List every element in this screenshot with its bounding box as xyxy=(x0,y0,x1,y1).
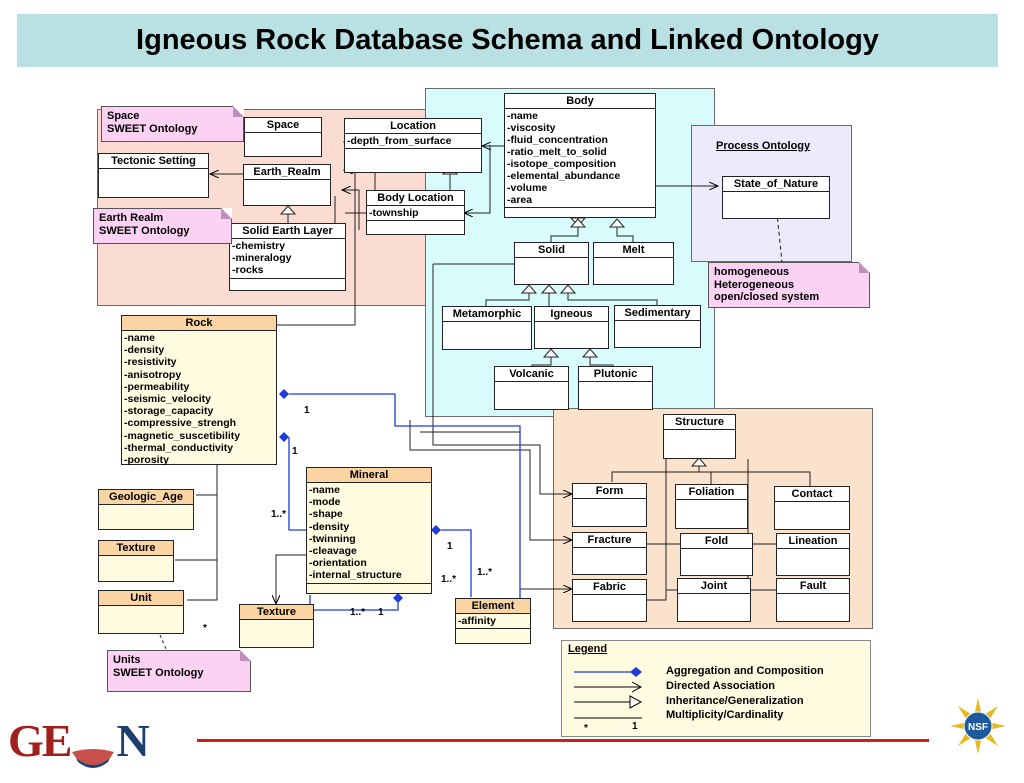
class-lineation[interactable]: Lineation xyxy=(776,533,850,576)
rock-attributes: -name-density-resistivity-anisotropy-per… xyxy=(124,332,241,467)
class-fold[interactable]: Fold xyxy=(680,533,753,576)
legend-item: Aggregation and Composition xyxy=(666,665,824,677)
class-melt[interactable]: Melt xyxy=(593,242,674,285)
class-fracture[interactable]: Fracture xyxy=(572,532,647,575)
class-rock[interactable]: Rock -name-density-resistivity-anisotrop… xyxy=(121,315,277,467)
class-geologic-age[interactable]: Geologic_Age xyxy=(98,489,194,530)
multiplicity-label: * xyxy=(203,623,207,634)
globe-icon xyxy=(70,730,116,769)
legend-mult-star: * xyxy=(584,723,588,734)
class-fabric[interactable]: Fabric xyxy=(572,579,647,622)
class-igneous[interactable]: Igneous xyxy=(534,306,609,349)
class-form[interactable]: Form xyxy=(572,483,647,527)
nsf-logo: NSF xyxy=(950,698,1006,754)
multiplicity-label: 1 xyxy=(292,446,298,457)
multiplicity-label: 1..* xyxy=(271,509,287,520)
multiplicity-label: 1 xyxy=(447,541,453,552)
class-solid[interactable]: Solid xyxy=(514,242,589,285)
legend-item: Inheritance/Generalization xyxy=(666,695,804,707)
class-state-of-nature[interactable]: State_of_Nature xyxy=(722,176,830,219)
legend-item: Directed Association xyxy=(666,680,776,692)
multiplicity-label: 1..* xyxy=(350,607,366,618)
class-joint[interactable]: Joint xyxy=(677,578,751,622)
class-fault[interactable]: Fault xyxy=(776,578,850,622)
svg-text:NSF: NSF xyxy=(968,722,988,733)
class-mineral[interactable]: Mineral -name-mode-shape-density-twinnin… xyxy=(306,467,432,594)
class-structure[interactable]: Structure xyxy=(663,414,736,459)
class-volcanic[interactable]: Volcanic xyxy=(494,366,569,410)
legend: Legend Aggregation and Composition Direc… xyxy=(561,640,871,737)
class-contact[interactable]: Contact xyxy=(774,486,850,530)
class-body-location[interactable]: Body Location -township xyxy=(366,190,465,235)
page-title: Igneous Rock Database Schema and Linked … xyxy=(136,24,879,56)
class-plutonic[interactable]: Plutonic xyxy=(578,366,653,410)
class-tectonic-setting[interactable]: Tectonic Setting xyxy=(98,153,209,198)
multiplicity-label: 1..* xyxy=(441,574,457,585)
class-space[interactable]: Space xyxy=(244,117,322,157)
class-solid-earth-layer[interactable]: Solid Earth Layer -chemistry -mineralogy… xyxy=(229,223,346,291)
legend-mult-one: 1 xyxy=(632,721,638,732)
legend-title: Legend xyxy=(568,643,608,655)
title-bar: Igneous Rock Database Schema and Linked … xyxy=(17,14,998,67)
legend-item: Multiplicity/Cardinality xyxy=(666,709,784,721)
class-texture[interactable]: Texture xyxy=(98,540,174,582)
legend-symbols xyxy=(574,667,643,719)
process-ontology-title: Process Ontology xyxy=(716,140,811,152)
class-element[interactable]: Element -affinity xyxy=(455,598,531,644)
body-attributes: -name-viscosity-fluid_concentration-rati… xyxy=(505,109,655,208)
class-body[interactable]: Body -name-viscosity-fluid_concentration… xyxy=(504,93,656,218)
multiplicity-label: 1..* xyxy=(477,567,493,578)
multiplicity-label: 1 xyxy=(304,405,310,416)
class-earth-realm[interactable]: Earth_Realm xyxy=(243,164,331,206)
class-location[interactable]: Location -depth_from_surface xyxy=(344,118,482,173)
class-sedimentary[interactable]: Sedimentary xyxy=(614,305,701,348)
class-metamorphic[interactable]: Metamorphic xyxy=(442,306,532,350)
class-unit[interactable]: Unit xyxy=(98,590,184,634)
class-texture-mineral[interactable]: Texture xyxy=(239,604,314,648)
footer-rule xyxy=(197,739,929,742)
class-foliation[interactable]: Foliation xyxy=(675,484,748,529)
multiplicity-label: 1 xyxy=(378,607,384,618)
mineral-attributes: -name-mode-shape-density-twinning-cleava… xyxy=(307,483,431,584)
